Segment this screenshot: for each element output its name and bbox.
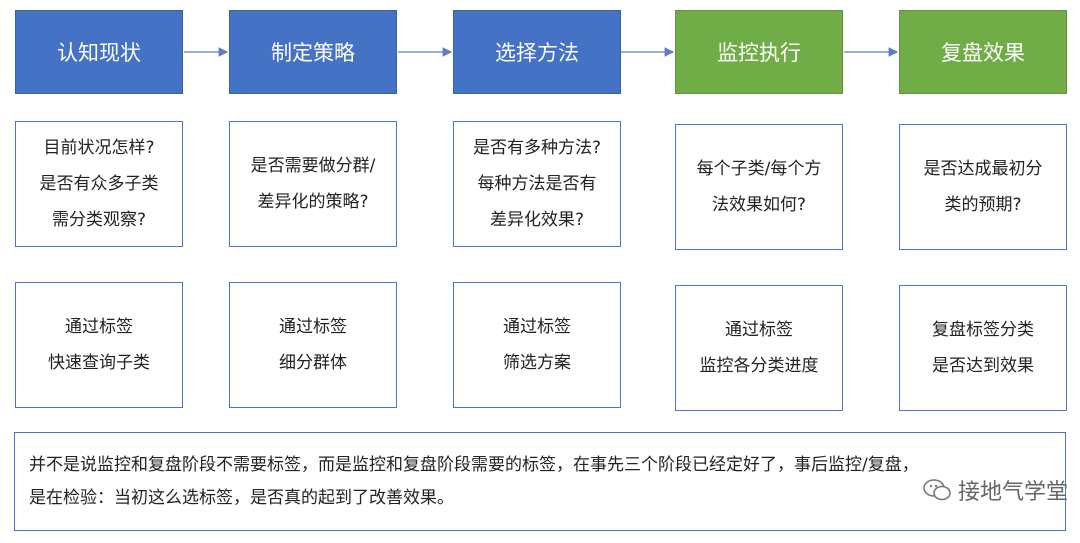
method-box-4: 通过标签 监控各分类进度 (675, 285, 843, 411)
method-1-line-2: 快速查询子类 (48, 353, 150, 373)
method-3-line-1: 通过标签 (503, 317, 571, 337)
method-5-line-1: 复盘标签分类 (932, 320, 1034, 340)
note-line-2: 是在检验：当初这么选标签，是否真的起到了改善效果。 (29, 488, 454, 508)
method-box-2: 通过标签 细分群体 (229, 282, 397, 408)
note-line-1: 并不是说监控和复盘阶段不需要标签，而是监控和复盘阶段需要的标签，在事先三个阶段已… (29, 455, 919, 475)
stage-5-label: 复盘效果 (941, 41, 1025, 65)
method-box-5: 复盘标签分类 是否达到效果 (899, 285, 1067, 411)
question-2-line-1: 是否需要做分群/ (250, 156, 376, 176)
stage-2-box: 制定策略 (229, 10, 397, 94)
method-1-line-1: 通过标签 (65, 317, 133, 337)
question-box-5: 是否达成最初分 类的预期? (899, 124, 1067, 250)
stage-4-box: 监控执行 (675, 10, 843, 94)
question-box-1: 目前状况怎样? 是否有众多子类 需分类观察? (15, 121, 183, 247)
question-5-line-2: 类的预期? (944, 195, 1022, 215)
stage-4-label: 监控执行 (717, 41, 801, 65)
question-4-line-1: 每个子类/每个方 (696, 159, 822, 179)
method-2-line-2: 细分群体 (279, 353, 347, 373)
question-box-2: 是否需要做分群/ 差异化的策略? (229, 121, 397, 247)
watermark: 接地气学堂 (922, 474, 1068, 506)
question-3-line-1: 是否有多种方法? (472, 138, 602, 158)
note-box: 并不是说监控和复盘阶段不需要标签，而是监控和复盘阶段需要的标签，在事先三个阶段已… (14, 432, 1066, 531)
method-4-line-2: 监控各分类进度 (699, 356, 819, 376)
stage-1-label: 认知现状 (57, 41, 141, 65)
stage-3-label: 选择方法 (495, 41, 579, 65)
question-box-3: 是否有多种方法? 每种方法是否有 差异化效果? (453, 121, 621, 247)
stage-2-label: 制定策略 (271, 41, 355, 65)
question-box-4: 每个子类/每个方 法效果如何? (675, 124, 843, 250)
question-1-line-2: 是否有众多子类 (39, 174, 159, 194)
method-5-line-2: 是否达到效果 (932, 356, 1034, 376)
question-1-line-3: 需分类观察? (51, 210, 147, 230)
method-box-1: 通过标签 快速查询子类 (15, 282, 183, 408)
watermark-text: 接地气学堂 (957, 480, 1068, 505)
stage-5-box: 复盘效果 (899, 10, 1067, 94)
question-4-line-2: 法效果如何? (711, 195, 807, 215)
question-3-line-2: 每种方法是否有 (477, 174, 597, 194)
question-3-line-3: 差异化效果? (489, 210, 585, 230)
stage-1-box: 认知现状 (15, 10, 183, 94)
wechat-icon (923, 479, 951, 501)
question-5-line-1: 是否达成最初分 (923, 159, 1043, 179)
question-1-line-1: 目前状况怎样? (43, 138, 155, 158)
method-3-line-2: 筛选方案 (503, 353, 571, 373)
method-2-line-1: 通过标签 (279, 317, 347, 337)
question-2-line-2: 差异化的策略? (257, 192, 369, 212)
method-4-line-1: 通过标签 (725, 320, 793, 340)
stage-3-box: 选择方法 (453, 10, 621, 94)
method-box-3: 通过标签 筛选方案 (453, 282, 621, 408)
